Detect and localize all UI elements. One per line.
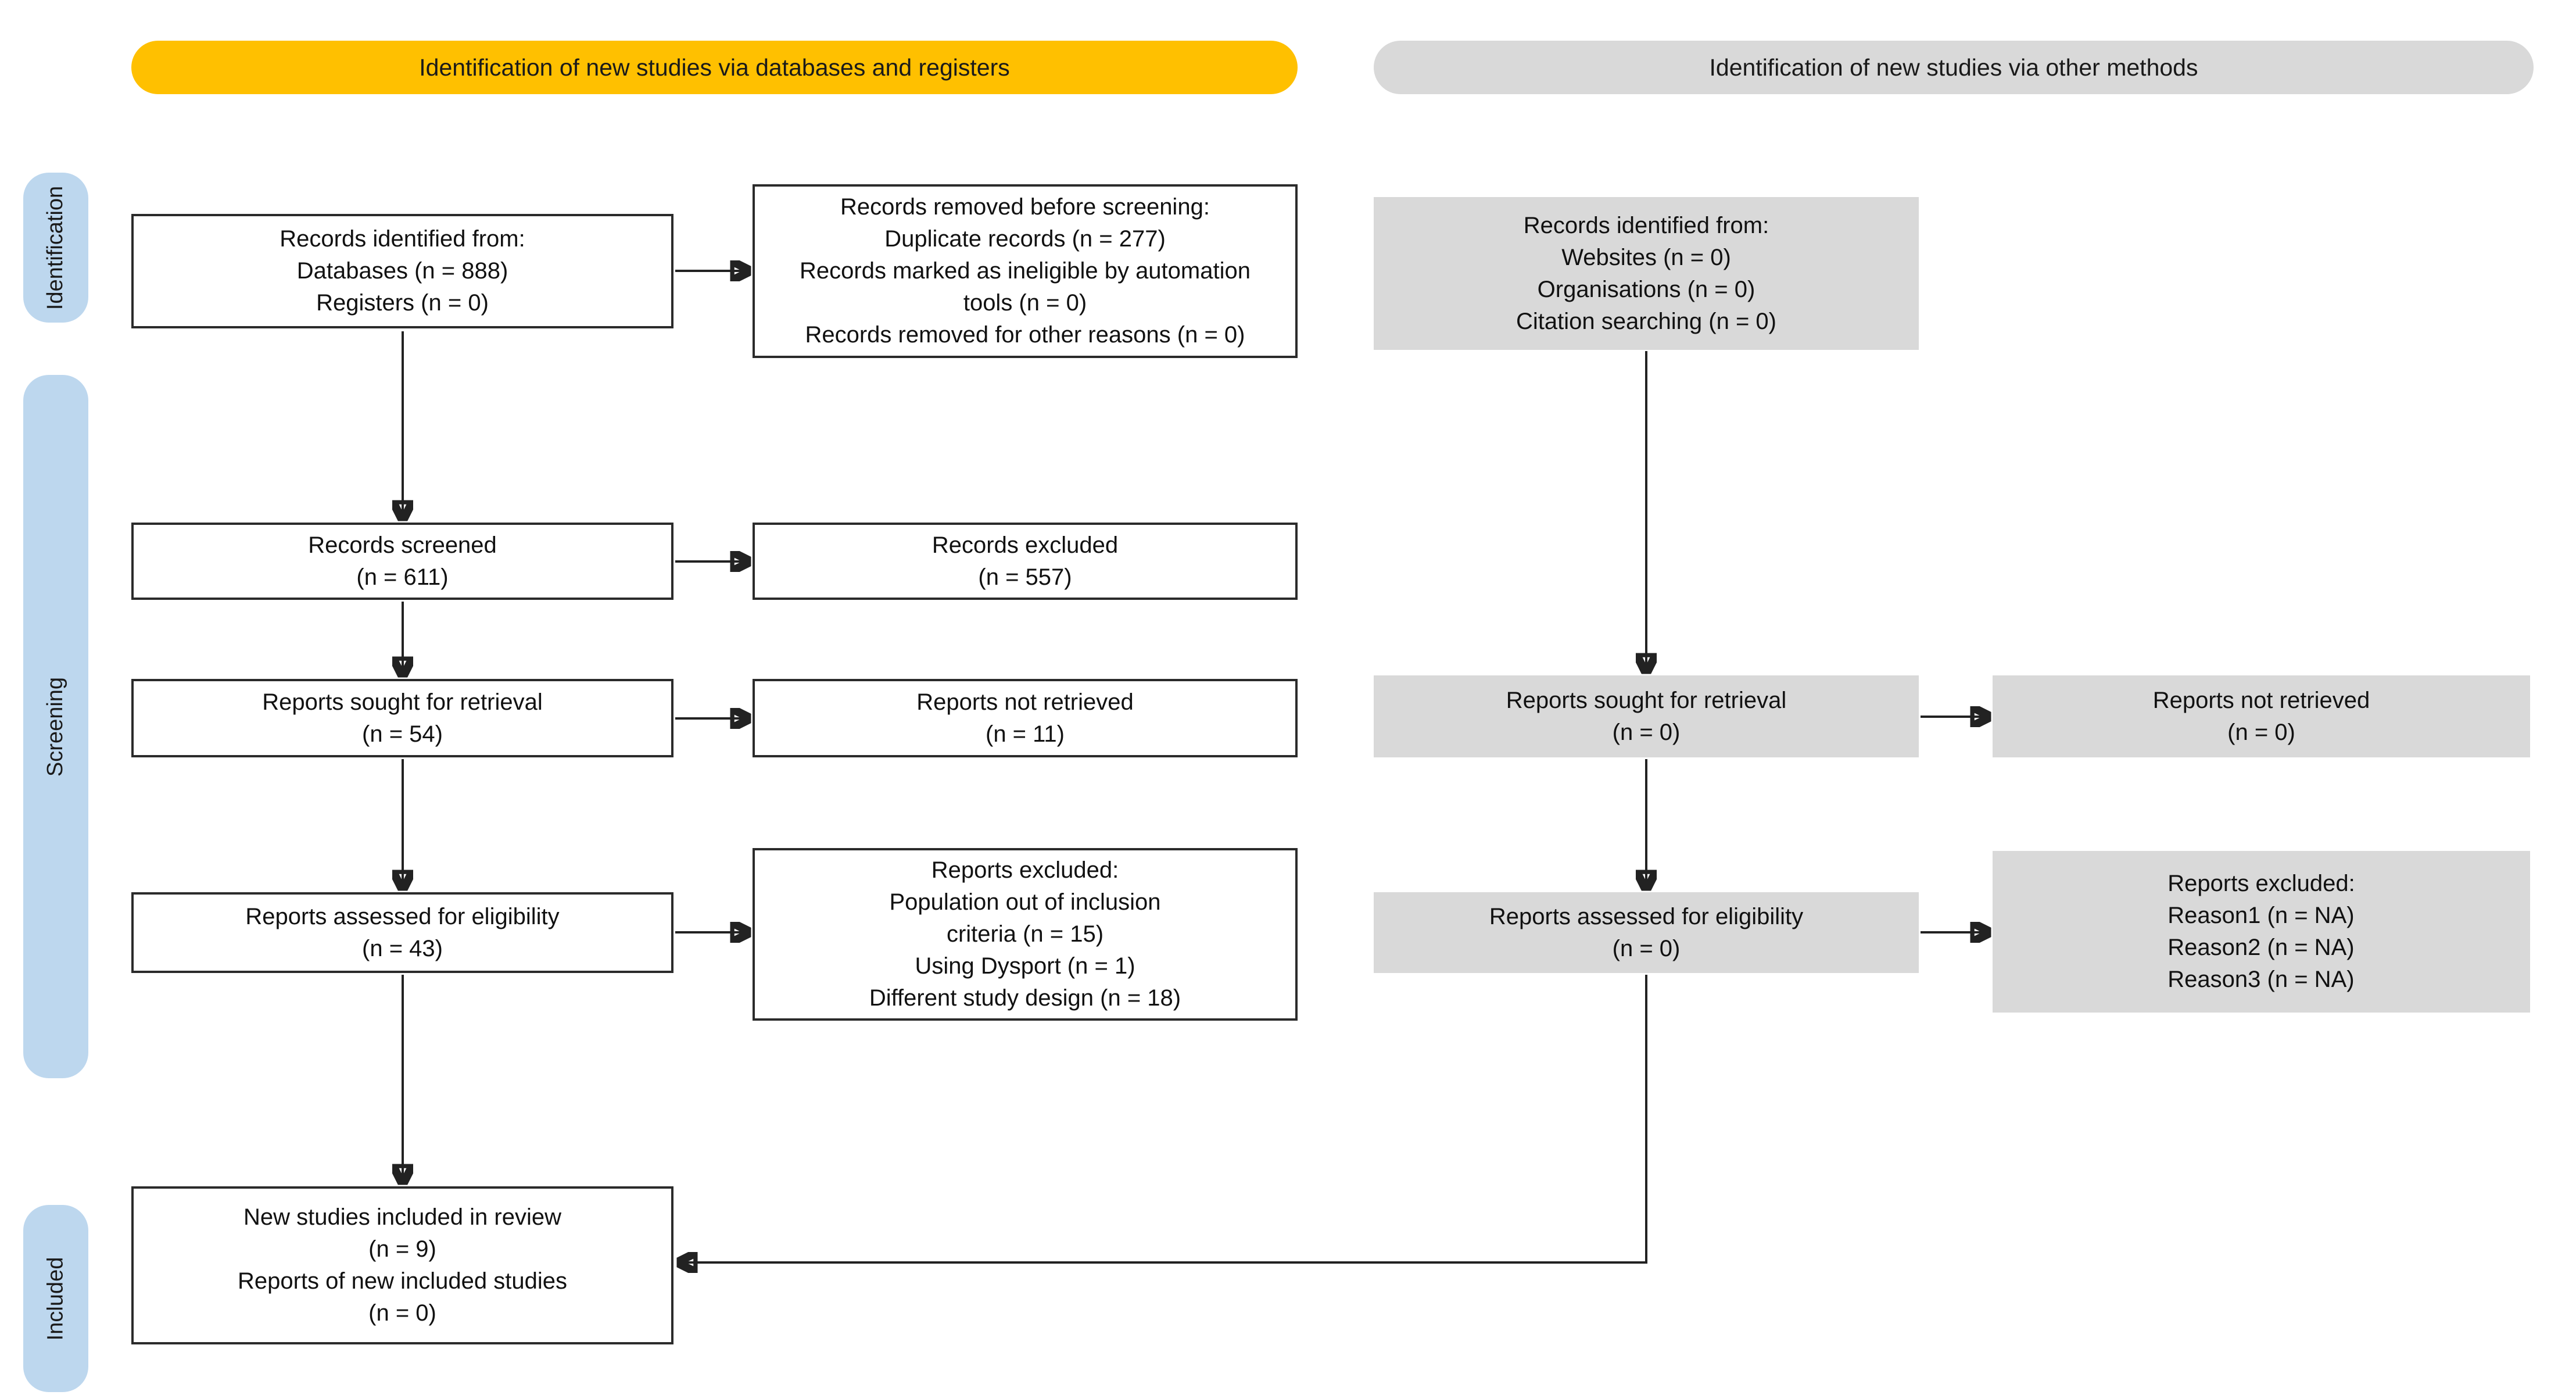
box-other-records-identified: Records identified from: Websites (n = 0)… xyxy=(1374,197,1919,350)
text-line: Records excluded xyxy=(931,532,1119,558)
banner-databases-registers: Identification of new studies via databa… xyxy=(131,41,1298,94)
box-text: Reports sought for retrieval (n = 0) xyxy=(1374,685,1919,749)
text-line: Population out of inclusion xyxy=(889,889,1161,915)
box-text: Reports assessed for eligibility (n = 43) xyxy=(134,901,671,965)
stage-label-screening: Screening xyxy=(23,375,88,1078)
box-other-reports-sought: Reports sought for retrieval (n = 0) xyxy=(1374,675,1919,757)
text-line: Websites (n = 0) xyxy=(1561,244,1731,270)
box-text: Reports excluded: Population out of inclu… xyxy=(755,854,1295,1014)
text-line: criteria (n = 15) xyxy=(946,921,1104,947)
text-line: Databases (n = 888) xyxy=(296,258,508,284)
text-line: tools (n = 0) xyxy=(963,290,1087,316)
box-reports-assessed-eligibility: Reports assessed for eligibility (n = 43) xyxy=(131,892,673,973)
text-line: (n = 0) xyxy=(368,1300,436,1326)
text-line: Citation searching (n = 0) xyxy=(1515,308,1776,334)
banner-databases-registers-label: Identification of new studies via databa… xyxy=(419,53,1010,81)
text-line: New studies included in review xyxy=(243,1204,561,1230)
box-other-reports-excluded: Reports excluded: Reason1 (n = NA) Reason2… xyxy=(1993,851,2530,1013)
stage-label-identification: Identification xyxy=(23,173,88,323)
text-line: Using Dysport (n = 1) xyxy=(915,953,1135,979)
box-text: Records identified from: Websites (n = 0)… xyxy=(1374,210,1919,338)
text-line: Reports not retrieved xyxy=(2152,687,2370,713)
text-line: Reports excluded: xyxy=(931,857,1119,883)
stage-label-screening-text: Screening xyxy=(43,677,68,777)
box-text: Reports not retrieved (n = 11) xyxy=(755,686,1295,750)
text-line: (n = 0) xyxy=(1612,935,1681,961)
text-line: (n = 557) xyxy=(978,564,1072,590)
box-other-reports-not-retrieved: Reports not retrieved (n = 0) xyxy=(1993,675,2530,757)
text-line: (n = 0) xyxy=(1612,719,1681,745)
text-line: Records removed for other reasons (n = 0… xyxy=(805,322,1245,348)
text-line: Reports of new included studies xyxy=(238,1268,567,1294)
text-line: Reports sought for retrieval xyxy=(1506,687,1787,713)
text-line: (n = 611) xyxy=(356,564,449,590)
box-other-reports-assessed: Reports assessed for eligibility (n = 0) xyxy=(1374,892,1919,973)
box-text: Reports not retrieved (n = 0) xyxy=(1993,685,2530,749)
box-text: Reports assessed for eligibility (n = 0) xyxy=(1374,901,1919,965)
text-line: Reports assessed for eligibility xyxy=(245,903,560,929)
text-line: Records identified from: xyxy=(1523,212,1769,238)
text-line: Reason2 (n = NA) xyxy=(2167,935,2355,960)
text-line: Reason1 (n = NA) xyxy=(2167,903,2355,928)
text-line: Reports assessed for eligibility xyxy=(1489,903,1804,929)
box-reports-sought-retrieval: Reports sought for retrieval (n = 54) xyxy=(131,679,673,757)
box-text: Reports sought for retrieval (n = 54) xyxy=(134,686,671,750)
stage-label-included: Included xyxy=(23,1205,88,1392)
text-line: (n = 54) xyxy=(362,721,443,747)
box-text: Records excluded (n = 557) xyxy=(755,530,1295,593)
banner-other-methods: Identification of new studies via other … xyxy=(1374,41,2534,94)
text-line: Records marked as ineligible by automati… xyxy=(800,258,1251,284)
text-line: Registers (n = 0) xyxy=(316,290,489,316)
text-line: (n = 11) xyxy=(986,721,1065,747)
text-line: Reports not retrieved xyxy=(916,689,1134,715)
box-records-identified-databases: Records identified from: Databases (n = 8… xyxy=(131,214,673,328)
text-line: Different study design (n = 18) xyxy=(869,985,1181,1011)
box-new-studies-included: New studies included in review (n = 9) Rep… xyxy=(131,1186,673,1344)
text-line: (n = 0) xyxy=(2227,719,2295,745)
banner-other-methods-label: Identification of new studies via other … xyxy=(1709,53,2198,81)
text-line: Records identified from: xyxy=(280,226,525,252)
box-reports-excluded-reasons: Reports excluded: Population out of inclu… xyxy=(753,848,1298,1021)
text-line: Duplicate records (n = 277) xyxy=(884,226,1166,252)
box-records-screened: Records screened (n = 611) xyxy=(131,523,673,600)
stage-label-identification-text: Identification xyxy=(43,185,68,310)
box-records-removed-before-screening: Records removed before screening: Duplica… xyxy=(753,184,1298,358)
stage-label-included-text: Included xyxy=(43,1257,68,1340)
text-line: Reports excluded: xyxy=(2167,871,2355,896)
box-reports-not-retrieved: Reports not retrieved (n = 11) xyxy=(753,679,1298,757)
text-line: Organisations (n = 0) xyxy=(1537,276,1755,302)
text-line: (n = 9) xyxy=(368,1236,436,1262)
text-line: Reports sought for retrieval xyxy=(262,689,543,715)
box-text: Records removed before screening: Duplica… xyxy=(755,191,1295,351)
box-text: New studies included in review (n = 9) Rep… xyxy=(134,1201,671,1329)
box-records-excluded: Records excluded (n = 557) xyxy=(753,523,1298,600)
box-text: Reports excluded: Reason1 (n = NA) Reason2… xyxy=(2167,868,2355,996)
text-line: Records removed before screening: xyxy=(840,194,1210,220)
text-line: Reason3 (n = NA) xyxy=(2167,967,2355,992)
text-line: Records screened xyxy=(308,532,497,558)
text-line: (n = 43) xyxy=(362,935,443,961)
box-text: Records screened (n = 611) xyxy=(134,530,671,593)
box-text: Records identified from: Databases (n = 8… xyxy=(134,223,671,319)
